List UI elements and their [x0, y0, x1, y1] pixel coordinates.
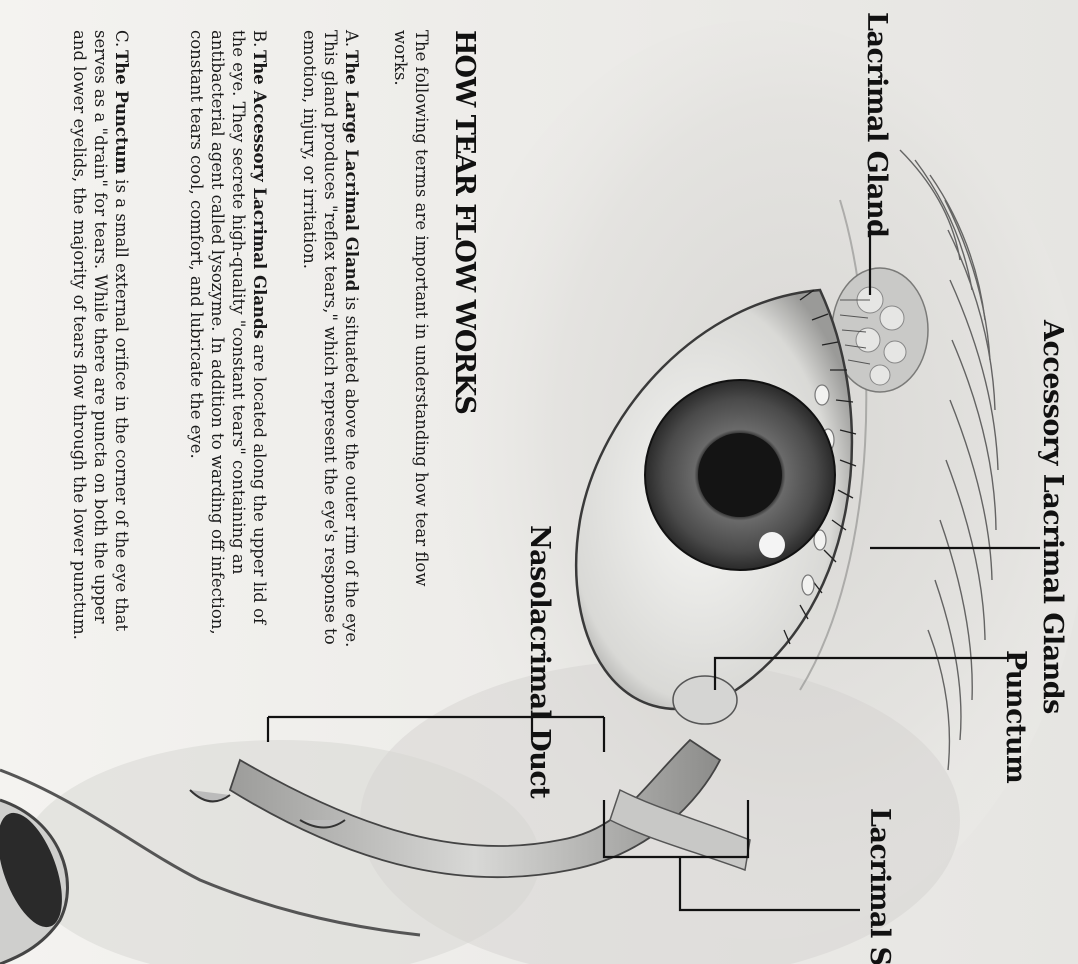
- iris: [645, 380, 835, 570]
- item-letter: C.: [111, 30, 132, 50]
- item-letter: B.: [249, 30, 270, 50]
- article-intro: The following terms are important in und…: [390, 30, 432, 590]
- face-shading: [20, 20, 1078, 964]
- item-term: The Large Lacrimal Gland: [342, 50, 361, 291]
- caruncle: [673, 676, 737, 724]
- article-item-a: A.The Large Lacrimal Gland is situated a…: [299, 30, 362, 650]
- label-punctum: Punctum: [1000, 650, 1031, 783]
- label-accessory-lacrimal-glands: Accessory Lacrimal Glands: [1037, 320, 1068, 714]
- article-item-c: C.The Punctum is a small external orific…: [69, 30, 132, 650]
- item-term: The Accessory Lacrimal Glands: [250, 50, 269, 339]
- label-lacrimal-sac: Lacrimal Sac: [864, 808, 895, 964]
- label-lacrimal-gland: Lacrimal Gland: [861, 12, 892, 237]
- article-title: HOW TEAR FLOW WORKS: [449, 30, 480, 414]
- article-item-b: B.The Accessory Lacrimal Glands are loca…: [186, 30, 270, 650]
- item-term: The Punctum: [112, 50, 131, 174]
- item-letter: A.: [341, 30, 362, 50]
- label-nasolacrimal-duct: Nasolacrimal Duct: [524, 525, 555, 798]
